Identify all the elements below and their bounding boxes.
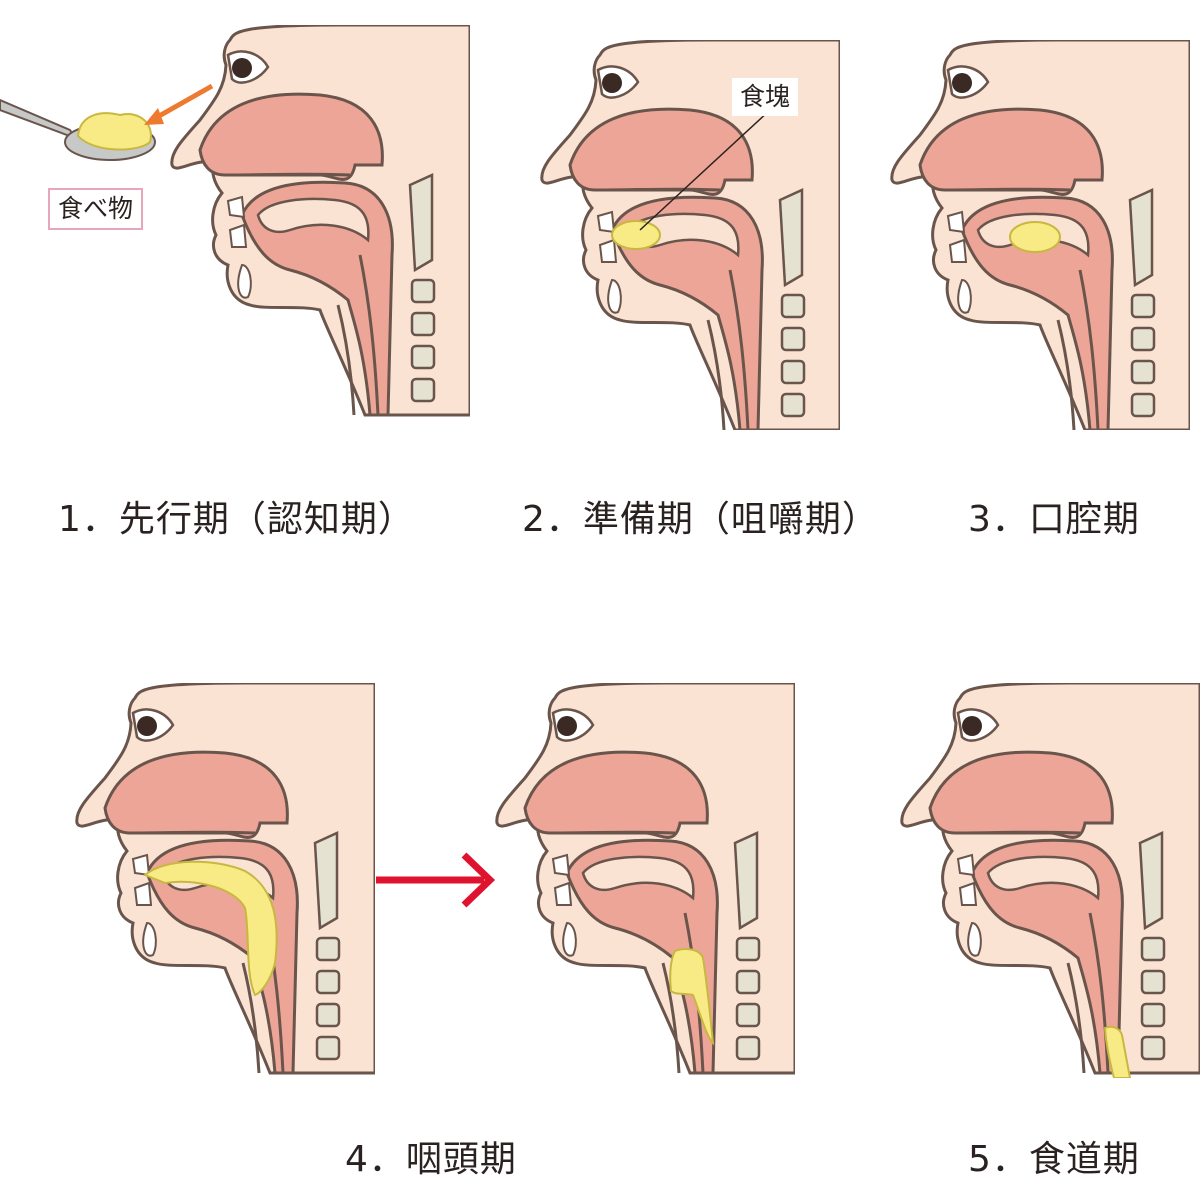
panel-stage-4b <box>495 683 795 1078</box>
stage-label-3: 3．口腔期 <box>968 499 1140 540</box>
transition-arrow <box>376 852 496 908</box>
panel-stage-4a <box>75 683 375 1078</box>
head-cross-section-5 <box>900 683 1200 1078</box>
head-cross-section-4a <box>75 683 375 1075</box>
bolus-callout: 食塊 <box>732 78 799 116</box>
bolus-shape <box>611 220 661 250</box>
bolus-shape <box>1009 221 1061 253</box>
head-cross-section-2 <box>540 40 840 430</box>
stage-label-2: 2．準備期（咀嚼期） <box>522 499 879 540</box>
stage-label-1: 1．先行期（認知期） <box>58 499 415 540</box>
food-callout: 食べ物 <box>48 188 144 230</box>
head-cross-section-3 <box>890 40 1190 430</box>
stage-label-5: 5．食道期 <box>968 1139 1140 1180</box>
panel-stage-2 <box>540 40 840 430</box>
panel-stage-3 <box>890 40 1190 430</box>
head-cross-section-4b <box>495 683 795 1075</box>
panel-stage-5 <box>900 683 1200 1078</box>
gaze-arrow <box>144 83 214 125</box>
stage-label-4: 4．咽頭期 <box>345 1139 517 1180</box>
bolus-shape <box>1103 1025 1132 1078</box>
bolus-shape <box>143 860 278 997</box>
bolus-shape <box>669 948 715 1046</box>
spoon-with-food <box>0 98 156 161</box>
